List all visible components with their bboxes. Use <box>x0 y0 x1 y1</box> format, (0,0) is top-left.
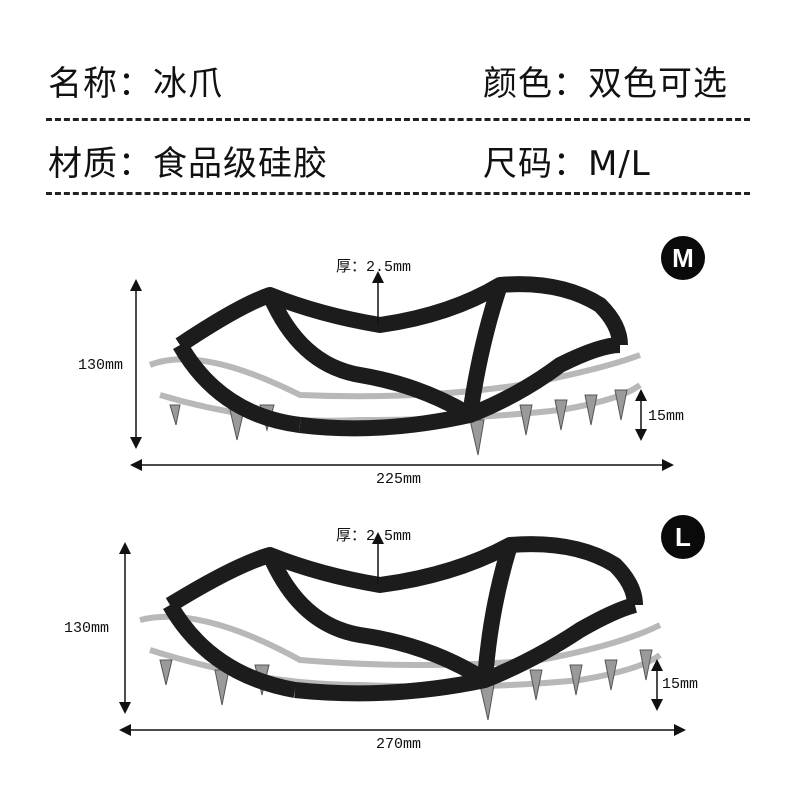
spec-name: 名称：冰爪 <box>48 56 223 105</box>
spec-size: 尺码：M/L <box>483 136 651 185</box>
length-label: 270mm <box>376 736 422 753</box>
crampon-m-illustration <box>130 271 674 471</box>
thickness-label: 厚：2.5mm <box>336 259 412 276</box>
size-badge-l: L <box>661 515 705 559</box>
spec-name-key: 名称： <box>48 64 153 104</box>
divider-2 <box>46 192 750 195</box>
spec-size-key: 尺码： <box>483 144 588 184</box>
spec-color-value: 双色可选 <box>588 64 728 104</box>
product-m: 厚：2.5mm 130mm 15mm 225mm M <box>0 225 800 488</box>
spec-row-1: 名称：冰爪 颜色：双色可选 <box>48 56 748 116</box>
spec-size-value: M/L <box>588 144 651 184</box>
height-label: 130mm <box>64 620 110 637</box>
spec-name-value: 冰爪 <box>153 64 223 104</box>
spike-label: 15mm <box>648 408 685 425</box>
size-badge-m: M <box>661 236 705 280</box>
product-l: 厚：2.5mm 130mm 15mm 270mm L <box>0 510 800 770</box>
spec-material: 材质：食品级硅胶 <box>48 136 328 185</box>
thickness-label: 厚：2.5mm <box>336 528 412 545</box>
spec-material-key: 材质： <box>48 144 153 184</box>
height-label: 130mm <box>78 357 124 374</box>
spec-color-key: 颜色： <box>483 64 588 104</box>
spike-label: 15mm <box>662 676 699 693</box>
divider-1 <box>46 118 750 121</box>
spec-row-2: 材质：食品级硅胶 尺码：M/L <box>48 136 748 196</box>
spec-material-value: 食品级硅胶 <box>153 144 328 184</box>
crampon-l-illustration <box>119 532 686 736</box>
spec-color: 颜色：双色可选 <box>483 56 728 105</box>
rubber-harness <box>173 276 628 437</box>
length-label: 225mm <box>376 471 422 488</box>
rubber-harness <box>163 536 643 702</box>
